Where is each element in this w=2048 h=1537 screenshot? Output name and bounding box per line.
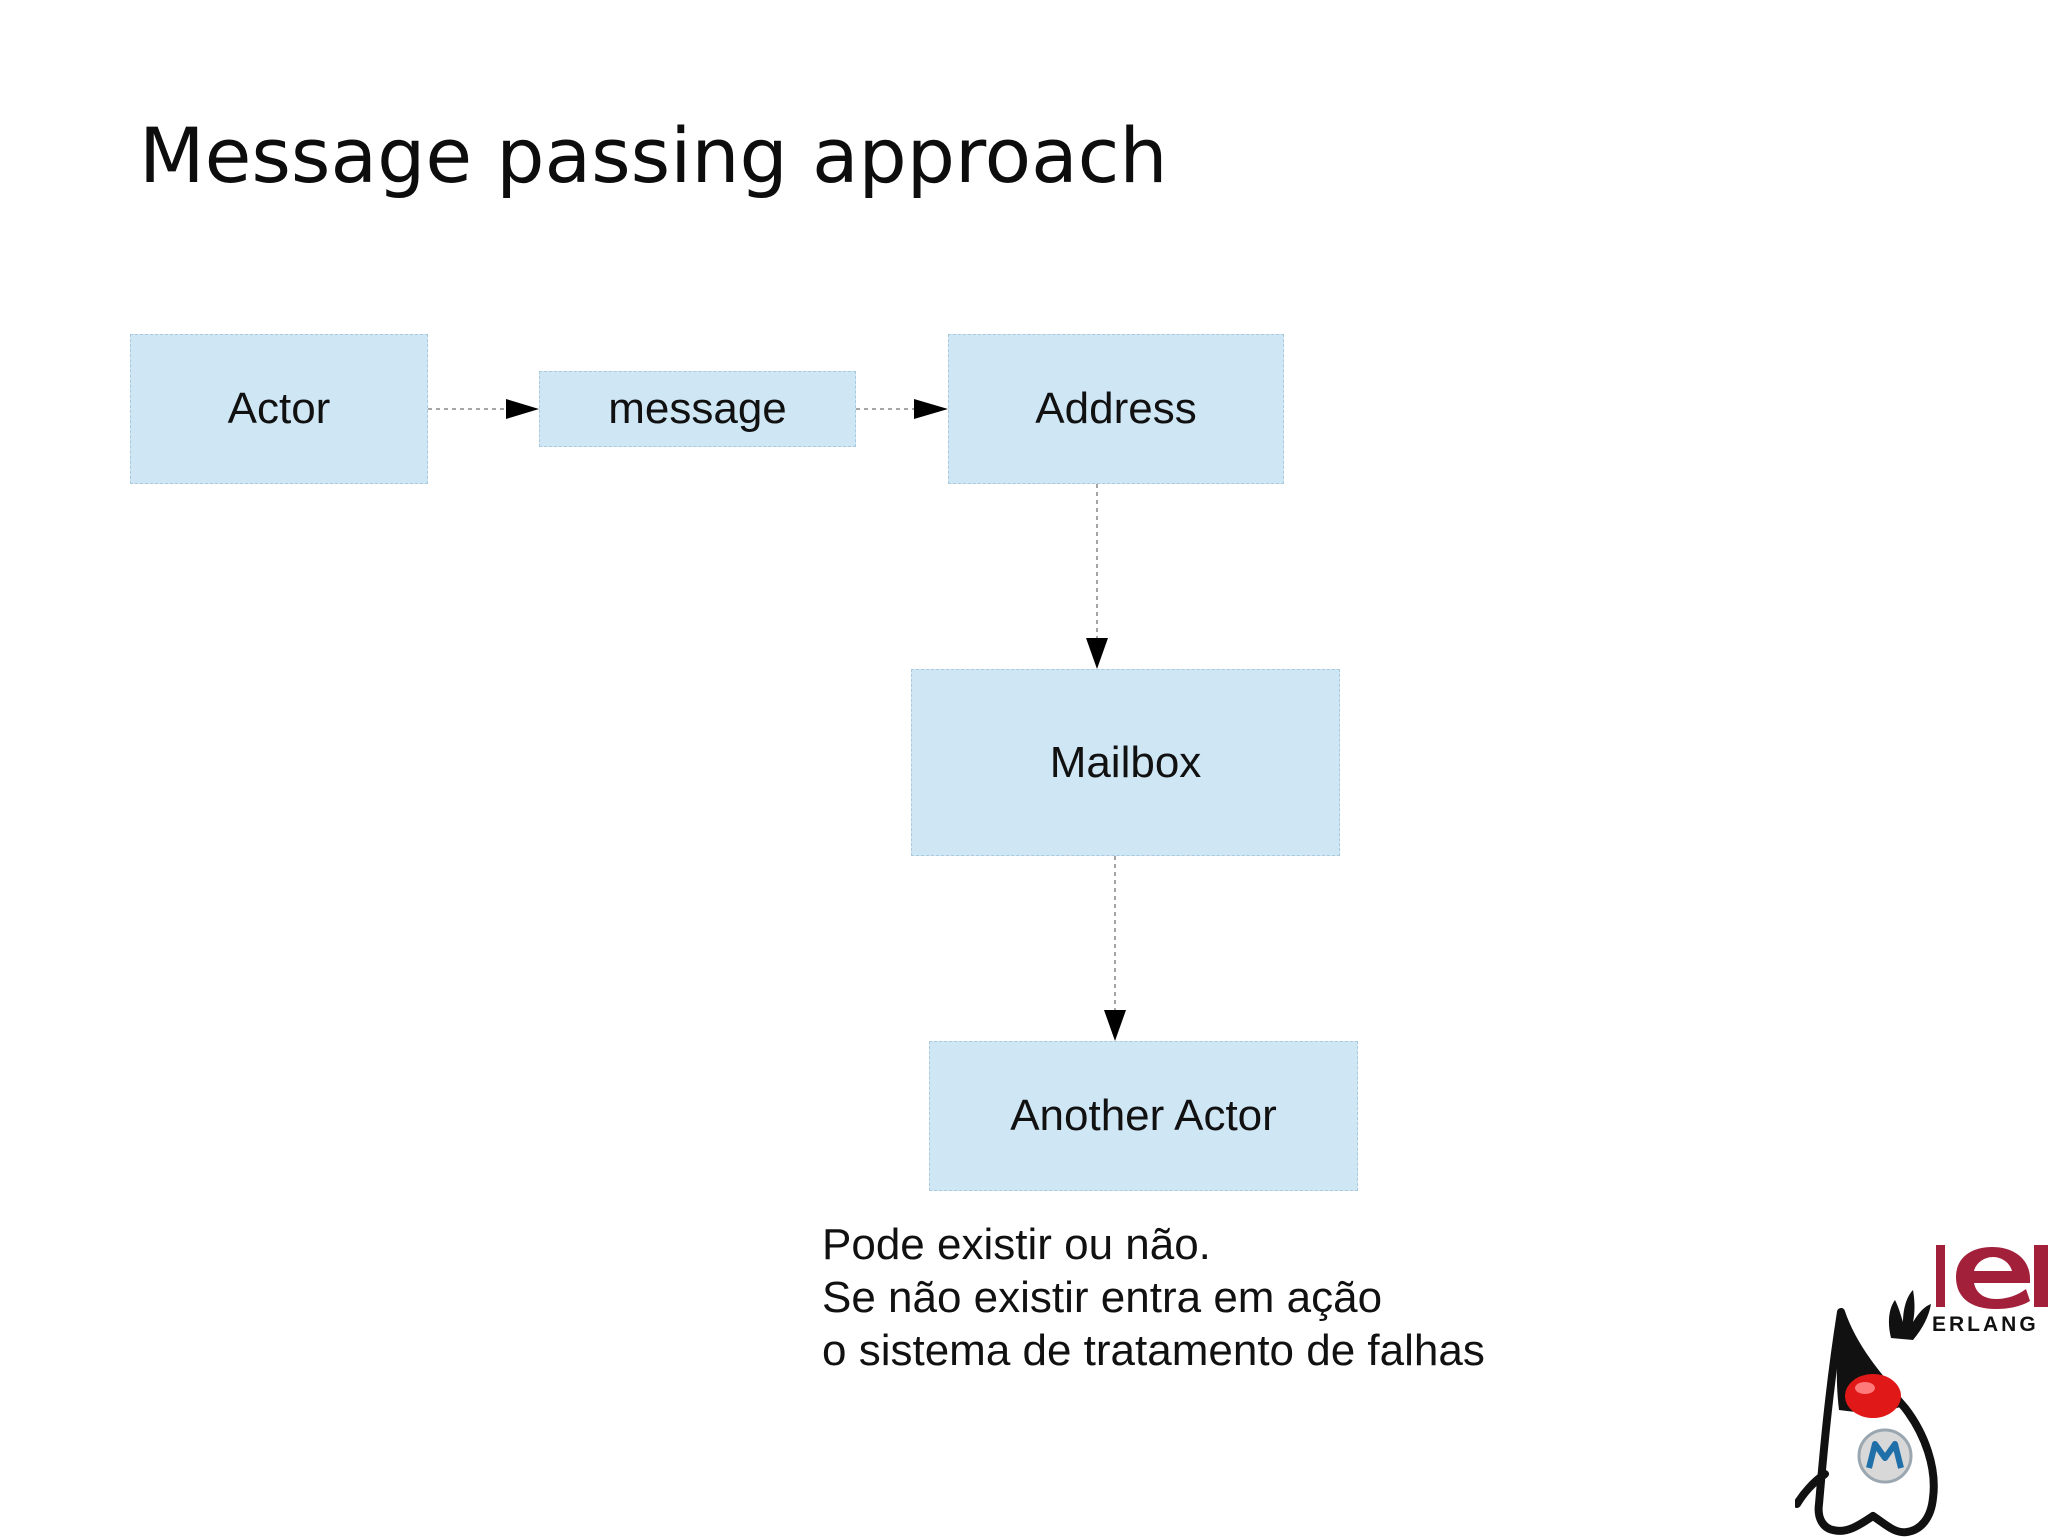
- duke-mascot-icon: [1795, 1290, 1938, 1537]
- another-actor-node: Another Actor: [929, 1041, 1358, 1191]
- message-node: message: [539, 371, 856, 447]
- failure-note: Pode existir ou não. Se não existir entr…: [822, 1218, 1485, 1377]
- slide-title: Message passing approach: [139, 111, 1168, 200]
- arrowhead-another-actor: [1104, 1010, 1126, 1041]
- note-line: Se não existir entra em ação: [822, 1273, 1383, 1322]
- erlang-wordmark: ERLANG: [1932, 1313, 2039, 1336]
- address-node: Address: [948, 334, 1284, 484]
- mailbox-node: Mailbox: [911, 669, 1340, 856]
- erlang-logo: ERLANG: [1930, 1243, 2048, 1338]
- erlang-e-icon: [1936, 1245, 2048, 1309]
- arrowhead-message: [506, 399, 539, 419]
- note-line: o sistema de tratamento de falhas: [822, 1326, 1485, 1375]
- actor-node: Actor: [130, 334, 428, 484]
- note-line: Pode existir ou não.: [822, 1220, 1211, 1269]
- arrowhead-mailbox: [1086, 638, 1108, 669]
- arrowhead-address: [914, 399, 948, 419]
